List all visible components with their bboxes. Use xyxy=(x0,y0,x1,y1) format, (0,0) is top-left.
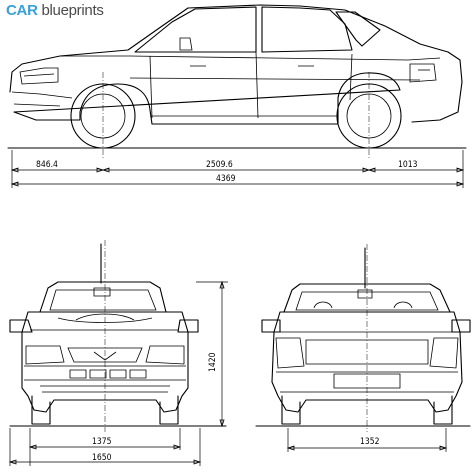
dim-rear-overhang: 1013 xyxy=(398,160,418,170)
side-dimensions xyxy=(10,150,465,188)
dim-length: 4369 xyxy=(216,174,236,184)
dim-front-track: 1375 xyxy=(92,437,112,447)
front-view xyxy=(9,240,227,432)
front-dimensions xyxy=(8,280,228,466)
brand-logo-car: CAR xyxy=(6,2,38,19)
side-view xyxy=(7,4,467,160)
dim-rear-track: 1352 xyxy=(360,437,380,447)
dim-height: 1420 xyxy=(208,352,218,372)
dim-front-overhang: 846.4 xyxy=(36,160,58,170)
dim-wheelbase: 2509.6 xyxy=(206,160,233,170)
rear-dimensions xyxy=(286,428,448,452)
rear-view xyxy=(255,244,471,432)
brand-logo-blueprints: blueprints xyxy=(41,2,104,19)
brand-logo: CAR blueprints xyxy=(6,2,104,19)
dim-width: 1650 xyxy=(92,453,112,463)
